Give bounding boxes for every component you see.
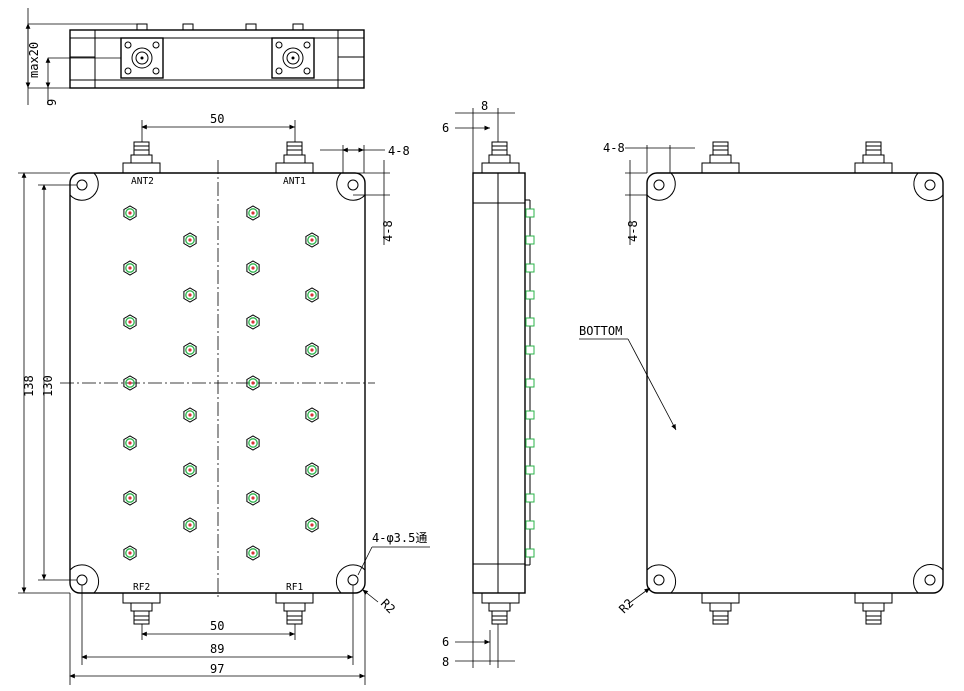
bottom-view: BOTTOM 4-8 4-8 R2 [579,141,944,625]
dim-max20: max20 [27,42,41,78]
tuning-screw [305,232,319,248]
tuning-screw [305,407,319,423]
connector-ant1 [275,141,314,174]
side-screw-head [525,345,535,355]
side-screw-head [525,465,535,475]
label-rf1: RF1 [286,582,303,593]
tuning-screw [246,260,260,276]
sma-flange-right [271,37,315,79]
tuning-screw [183,232,197,248]
dim-6-bottom: 6 [442,635,449,649]
tuning-screw [123,260,137,276]
tuning-screw [305,342,319,358]
hole-note: 4-φ3.5通 [372,531,427,545]
dim-r2-bottom: R2 [616,596,636,616]
connector-ant2 [122,141,161,174]
tuning-screws [123,205,319,561]
top-view: max20 9 [25,8,365,106]
dim-138: 138 [22,375,36,397]
side-screw-head [525,520,535,530]
tuning-screw [246,205,260,221]
side-screw-head [525,235,535,245]
dim-4-8-horizontal: 4-8 [388,144,410,158]
tuning-screw [183,287,197,303]
tuning-screw [123,314,137,330]
dim-97: 97 [210,662,224,676]
dim-r2-front: R2 [378,596,398,616]
label-ant1: ANT1 [283,176,306,187]
dim-9: 9 [45,99,59,106]
label-ant2: ANT2 [131,176,154,187]
mount-hole-tr [347,179,359,191]
connector-rf2 [122,592,161,625]
dim-130: 130 [41,375,55,397]
tuning-screw [183,342,197,358]
tuning-screw [123,205,137,221]
tuning-screw [246,545,260,561]
dim-8-bottom: 8 [442,655,449,669]
side-screw-head [525,410,535,420]
mount-hole-tl [76,179,88,191]
dim-4-8-vertical: 4-8 [381,220,395,242]
side-screw-head [525,290,535,300]
tuning-screw [183,407,197,423]
dim-50-bottom: 50 [210,619,224,633]
side-screw-head [525,263,535,273]
dim-8-top: 8 [481,99,488,113]
top-view-pins [136,23,304,31]
side-view: 8 6 6 8 [442,99,535,669]
side-screw-head [525,208,535,218]
side-screw-head [525,317,535,327]
dim-50-top: 50 [210,112,224,126]
side-screw-head [525,493,535,503]
label-rf2: RF2 [133,582,150,593]
dim-4-8-bottom-horizontal: 4-8 [603,141,625,155]
tuning-screw [246,314,260,330]
tuning-screw [123,435,137,451]
side-screw-head [525,378,535,388]
tuning-screw [305,287,319,303]
tuning-screw [305,462,319,478]
dim-4-8-bottom-vertical: 4-8 [626,220,640,242]
tuning-screw [246,375,260,391]
side-screw-head [525,548,535,558]
tuning-screw [123,545,137,561]
tuning-screw [123,375,137,391]
tuning-screw [123,490,137,506]
tuning-screw [246,490,260,506]
side-screw-heads [525,208,535,558]
mount-hole-br [347,574,359,586]
side-screw-head [525,438,535,448]
mount-hole-bl [76,574,88,586]
dim-89: 89 [210,642,224,656]
sma-flange-left [120,37,164,79]
tuning-screw [183,517,197,533]
dim-6-top: 6 [442,121,449,135]
tuning-screw [246,435,260,451]
tuning-screw [305,517,319,533]
bottom-view-label: BOTTOM [579,324,622,338]
tuning-screw [183,462,197,478]
connector-rf1 [275,592,314,625]
front-view: ANT2 ANT1 RF2 RF1 50 50 [18,112,430,685]
